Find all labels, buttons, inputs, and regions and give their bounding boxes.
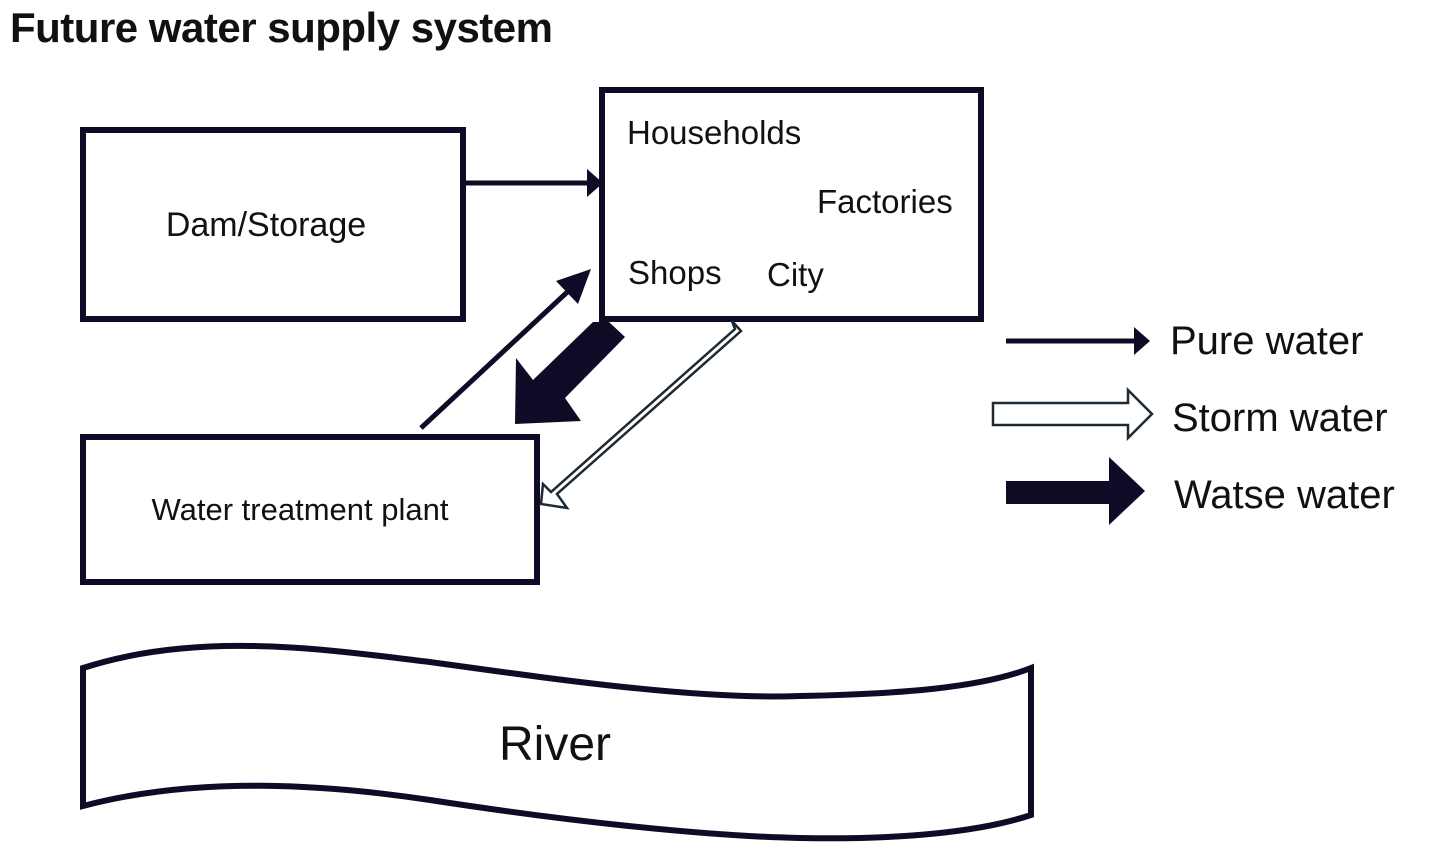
factories-label: Factories [817, 183, 953, 220]
legend-label-pure-water: Pure water [1170, 319, 1363, 363]
legend-item-storm-water: Storm water [991, 386, 1388, 442]
river-label: River [499, 718, 611, 771]
river-node: River [80, 642, 1034, 842]
legend: Pure water Storm water Watse water [991, 319, 1395, 525]
households-label: Households [627, 114, 801, 151]
diagram-title: Future water supply system [10, 4, 553, 51]
pure-water-arrow-treatment-to-city [419, 269, 591, 430]
legend-item-waste-water: Watse water [1006, 457, 1395, 525]
water-treatment-plant-node: Water treatment plant [80, 434, 540, 585]
thin-arrow-icon [1006, 327, 1150, 355]
city-node: Households Factories Shops City [599, 87, 984, 322]
legend-item-pure-water: Pure water [1006, 319, 1363, 363]
city-label: City [767, 256, 824, 293]
dam-storage-label: Dam/Storage [166, 206, 366, 244]
waste-water-arrow-city-to-treatment [515, 322, 625, 424]
shops-label: Shops [628, 254, 722, 291]
water-treatment-plant-label: Water treatment plant [152, 492, 449, 527]
hollow-arrow-icon [991, 386, 1154, 442]
storm-water-arrow-city-to-treatment [539, 320, 743, 510]
dam-storage-node: Dam/Storage [80, 127, 466, 322]
legend-label-storm-water: Storm water [1172, 396, 1388, 440]
legend-label-waste-water: Watse water [1174, 473, 1395, 517]
thick-arrow-icon [1006, 457, 1145, 525]
pure-water-arrow-dam-to-city [463, 169, 603, 197]
